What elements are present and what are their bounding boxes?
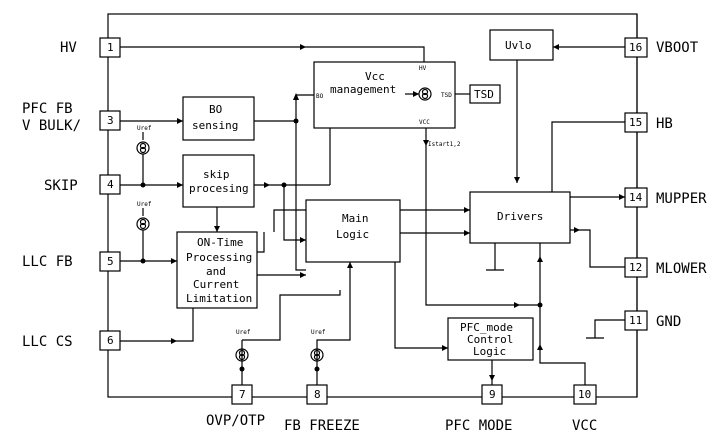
svg-text:3: 3	[107, 114, 114, 127]
pin-7: 7 OVP/OTP	[206, 384, 265, 429]
svg-text:Control: Control	[467, 333, 513, 346]
svg-text:Vcc: Vcc	[365, 70, 385, 83]
istart-label: Istart1,2	[428, 141, 461, 148]
pin-11: 11 GND	[624, 310, 681, 331]
uref-source-top: Uref	[136, 125, 152, 185]
svg-text:LLC FB: LLC FB	[22, 254, 73, 270]
svg-text:skip: skip	[203, 168, 230, 181]
svg-text:BO: BO	[316, 93, 324, 100]
svg-text:BO: BO	[209, 103, 222, 116]
svg-text:LLC CS: LLC CS	[22, 334, 73, 350]
svg-text:SKIP: SKIP	[44, 178, 78, 194]
bo-sensing-block: BO sensing	[182, 96, 255, 141]
svg-text:Main: Main	[342, 212, 369, 225]
svg-text:and: and	[206, 265, 226, 278]
svg-text:ON-Time: ON-Time	[197, 236, 243, 249]
svg-text:sensing: sensing	[192, 119, 238, 132]
svg-text:12: 12	[629, 261, 642, 274]
svg-text:Processing: Processing	[186, 251, 252, 264]
svg-text:Current: Current	[193, 278, 239, 291]
svg-text:TSD: TSD	[441, 92, 452, 99]
pin-6: 6 LLC CS	[22, 330, 121, 351]
pin-10: 10 VCC	[572, 384, 597, 434]
svg-text:VCC: VCC	[572, 418, 597, 434]
pin-16: 16 VBOOT	[624, 37, 699, 58]
pin-12: 12 MLOWER	[624, 257, 707, 278]
pin-5: 5 LLC FB	[22, 251, 121, 272]
svg-text:MUPPER: MUPPER	[656, 191, 707, 207]
pin-15: 15 HB	[624, 112, 673, 133]
drivers-block: Drivers	[469, 191, 571, 244]
uvlo-block: Uvlo	[489, 29, 554, 61]
svg-text:V BULK/: V BULK/	[22, 118, 81, 134]
svg-text:5: 5	[107, 255, 114, 268]
svg-text:VCC: VCC	[419, 119, 430, 126]
on-time-block: ON-Time Processing and Current Limitatio…	[176, 231, 258, 309]
pin-1: 1 HV	[60, 37, 121, 58]
svg-text:procesing: procesing	[189, 182, 249, 195]
svg-text:14: 14	[629, 191, 643, 204]
svg-text:10: 10	[578, 388, 591, 401]
svg-text:7: 7	[239, 388, 246, 401]
svg-text:Uref: Uref	[137, 125, 152, 132]
svg-text:4: 4	[107, 178, 114, 191]
svg-text:HV: HV	[419, 65, 427, 72]
uref-source-pin7: Uref	[235, 329, 251, 362]
pin-4: 4 SKIP	[44, 174, 121, 195]
svg-text:Uvlo: Uvlo	[505, 39, 532, 52]
pin-9: 9 PFC MODE	[445, 384, 512, 434]
svg-text:1: 1	[107, 41, 114, 54]
svg-text:Uref: Uref	[311, 329, 326, 336]
main-logic-block: Main Logic	[305, 199, 401, 263]
svg-text:9: 9	[489, 388, 496, 401]
skip-processing-block: skip procesing	[182, 154, 255, 208]
vcc-management-block: Vcc management HV BO TSD VCC	[313, 61, 456, 129]
svg-text:VBOOT: VBOOT	[656, 40, 699, 56]
svg-text:6: 6	[107, 334, 114, 347]
svg-text:OVP/OTP: OVP/OTP	[206, 413, 265, 429]
svg-text:TSD: TSD	[474, 88, 494, 101]
tsd-block: TSD	[469, 84, 501, 104]
pin-3: 3 PFC FB V BULK/	[22, 101, 121, 134]
svg-text:HV: HV	[60, 40, 77, 56]
svg-text:PFC MODE: PFC MODE	[445, 418, 512, 434]
svg-text:11: 11	[629, 314, 642, 327]
svg-text:PFC FB: PFC FB	[22, 101, 73, 117]
svg-text:16: 16	[629, 41, 642, 54]
pin-14: 14 MUPPER	[624, 187, 707, 208]
svg-text:Logic: Logic	[336, 228, 369, 241]
svg-text:HB: HB	[656, 116, 673, 132]
svg-text:MLOWER: MLOWER	[656, 261, 707, 277]
svg-text:Drivers: Drivers	[497, 210, 543, 223]
svg-text:GND: GND	[656, 314, 681, 330]
uref-source-pin8: Uref	[310, 329, 326, 362]
svg-text:FB FREEZE: FB FREEZE	[284, 418, 360, 434]
svg-text:management: management	[330, 83, 396, 96]
svg-text:Limitation: Limitation	[186, 292, 252, 305]
wire-hv	[120, 46, 425, 62]
svg-text:Uref: Uref	[137, 201, 152, 208]
svg-text:15: 15	[629, 116, 642, 129]
svg-text:Uref: Uref	[236, 329, 251, 336]
svg-text:Logic: Logic	[473, 345, 506, 358]
pin-8: 8 FB FREEZE	[284, 384, 360, 434]
pfc-mode-logic-block: PFC_mode Control Logic	[447, 317, 534, 361]
uref-source-mid: Uref	[136, 201, 152, 261]
svg-text:PFC_mode: PFC_mode	[460, 321, 513, 334]
svg-text:8: 8	[314, 388, 321, 401]
